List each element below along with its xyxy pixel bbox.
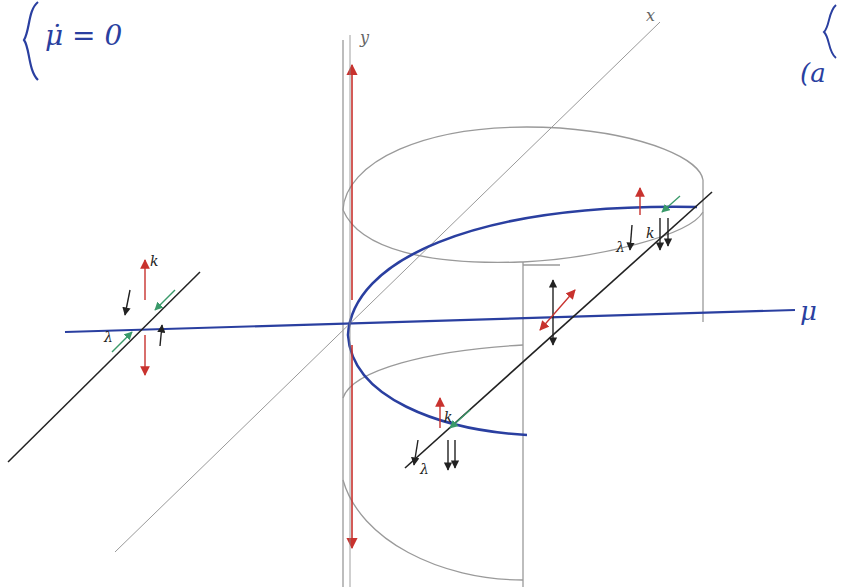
axis-label: μ [800, 298, 817, 324]
eigen-label: k [150, 254, 158, 268]
axis-label: y [360, 30, 369, 46]
eigen-label: λ [616, 240, 625, 254]
eigen-label: k [444, 410, 452, 424]
axis-label: x [646, 8, 655, 24]
equation-label: μ̇ = 0 [45, 22, 122, 50]
eigen-label: k [646, 226, 654, 240]
eigen-label: λ [104, 330, 113, 344]
annotation-label: (a [800, 60, 826, 86]
eigen-label: λ [420, 462, 429, 476]
